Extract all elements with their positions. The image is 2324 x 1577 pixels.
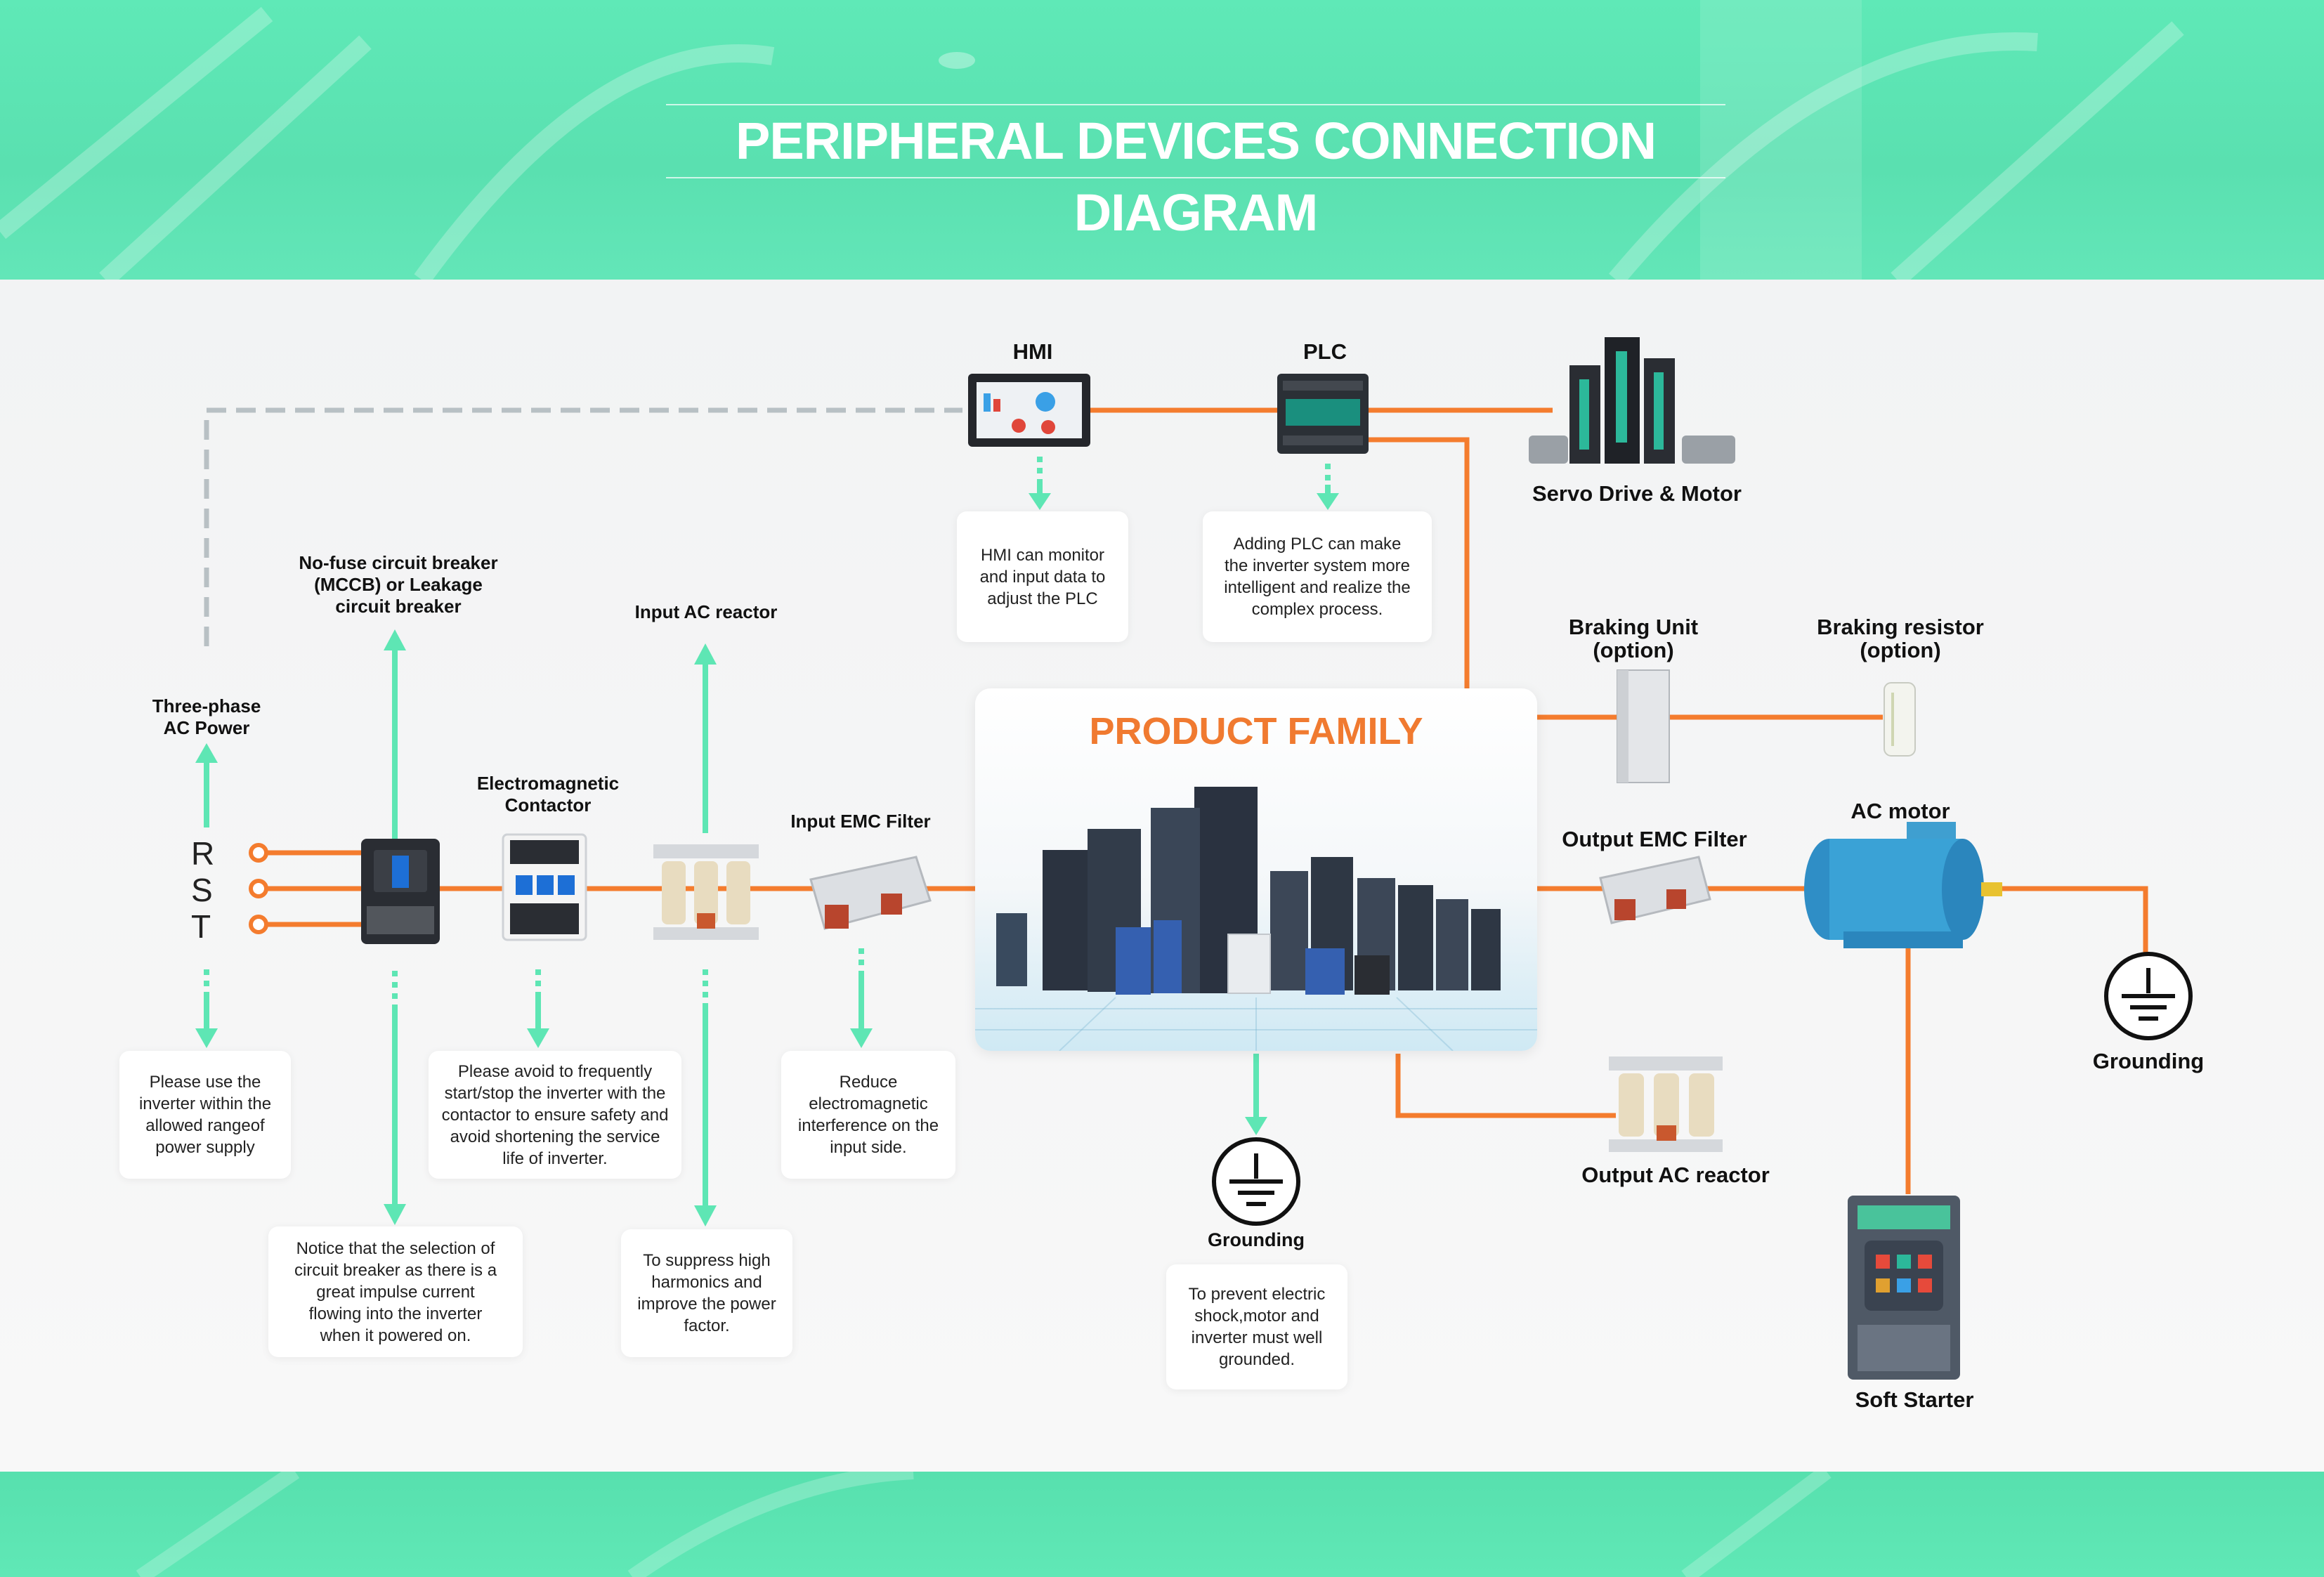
power-label: Three-phase AC Power: [152, 695, 261, 738]
plc-note: Adding PLC can make the inverter system …: [1203, 511, 1432, 642]
output-reactor-label: Output AC reactor: [1581, 1163, 1770, 1187]
footer-band: [0, 1472, 2324, 1577]
braking-unit-label: Braking Unit (option): [1568, 615, 1699, 662]
breaker-label: No-fuse circuit breaker (MCCB) or Leakag…: [299, 552, 498, 617]
grounding-right-label: Grounding: [2092, 1049, 2205, 1073]
contactor-note: Please avoid to frequently start/stop th…: [429, 1051, 681, 1179]
footer-background-structure: [136, 1472, 1832, 1577]
input-reactor-icon: [653, 844, 759, 940]
plc-icon: [1277, 374, 1369, 454]
arrowhead-power-label: [195, 743, 218, 763]
arrowhead-reactor-label: [694, 643, 717, 665]
servo-drive-icon: [1529, 337, 1735, 464]
plc-label: PLC: [1303, 339, 1347, 364]
hmi-note: HMI can monitor and input data to adjust…: [957, 511, 1128, 642]
terminal-t: [249, 915, 268, 934]
input-emc-filter-icon: [809, 856, 932, 930]
output-emc-label: Output EMC Filter: [1562, 827, 1747, 851]
output-reactor-icon: [1609, 1056, 1723, 1152]
motor-ground-line: [1991, 886, 2148, 955]
header-background-structure: [0, 0, 2184, 280]
grounding-icon: [2104, 952, 2193, 1040]
product-family-panel: PRODUCT FAMILY: [975, 688, 1537, 1051]
ac-motor-icon: [1804, 822, 2002, 948]
terminal-s: [249, 879, 268, 898]
ac-motor-label: AC motor: [1850, 799, 1950, 823]
hmi-label: HMI: [1012, 339, 1053, 364]
grounding-center-label: Grounding: [1208, 1229, 1305, 1250]
contactor-icon: [502, 833, 587, 941]
braking-resistor-label: Braking resistor (option): [1817, 615, 1984, 662]
contactor-label: Electromagnetic Contactor: [476, 773, 620, 816]
page-title: PERIPHERAL DEVICES CONNECTION DIAGRAM: [666, 104, 1725, 242]
dashed-feedback-line: [204, 407, 962, 646]
phase-s-label: S: [191, 872, 213, 908]
breaker-note: Notice that the selection of circuit bre…: [268, 1226, 523, 1357]
input-emc-label: Input EMC Filter: [790, 811, 931, 832]
product-family-title: PRODUCT FAMILY: [1089, 710, 1423, 752]
input-emc-note: Reduce electromagnetic interference on t…: [781, 1051, 955, 1179]
input-reactor-label: Input AC reactor: [634, 601, 778, 622]
arrowhead-breaker-label: [384, 629, 406, 650]
grounding-icon: [1212, 1137, 1300, 1226]
output-reactor-line: [1395, 1054, 1616, 1118]
output-emc-filter-icon: [1599, 856, 1711, 924]
plc-inverter-line: [1369, 437, 1470, 688]
phase-t-label: T: [191, 908, 211, 945]
terminal-r: [249, 843, 268, 863]
inverter-family-icon: [975, 787, 1537, 1051]
phase-r-label: R: [191, 835, 215, 872]
grounding-center-note: To prevent electric shock,motor and inve…: [1166, 1264, 1347, 1389]
hmi-icon: [968, 374, 1090, 447]
circuit-breaker-icon: [361, 839, 440, 944]
power-note: Please use the inverter within the allow…: [119, 1051, 291, 1179]
braking-resistor-icon: [1884, 682, 1916, 757]
soft-starter-icon: [1848, 1196, 1960, 1380]
servo-label: Servo Drive & Motor: [1532, 481, 1742, 506]
input-reactor-note: To suppress high harmonics and improve t…: [621, 1229, 792, 1357]
header-band: [0, 0, 2324, 280]
braking-unit-icon: [1617, 669, 1670, 783]
soft-starter-label: Soft Starter: [1855, 1387, 1974, 1412]
